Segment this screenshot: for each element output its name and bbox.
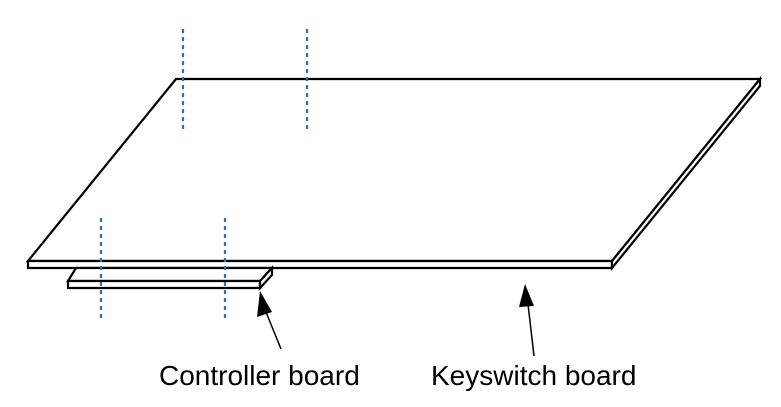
- keyswitch-board-label: Keyswitch board: [431, 360, 637, 391]
- controller-board-front-edge: [66, 279, 262, 290]
- keyswitch-board-right-edge: [610, 75, 762, 272]
- keyswitch-board: [25, 75, 763, 272]
- keyswitch-arrow-head: [519, 284, 534, 307]
- controller-board: [66, 265, 275, 291]
- controller-board-arrow: [257, 291, 282, 350]
- keyswitch-board-arrow: [519, 284, 535, 357]
- controller-board-right-edge: [258, 265, 274, 291]
- controller-board-label: Controller board: [159, 360, 360, 391]
- keyswitch-arrow-shaft: [527, 303, 535, 357]
- controller-arrow-shaft: [265, 311, 282, 350]
- controller-arrow-head: [257, 291, 272, 317]
- guide-lines: [99, 29, 309, 321]
- keyswitch-board-top-face: [25, 77, 763, 263]
- controller-board-top-face: [66, 266, 275, 283]
